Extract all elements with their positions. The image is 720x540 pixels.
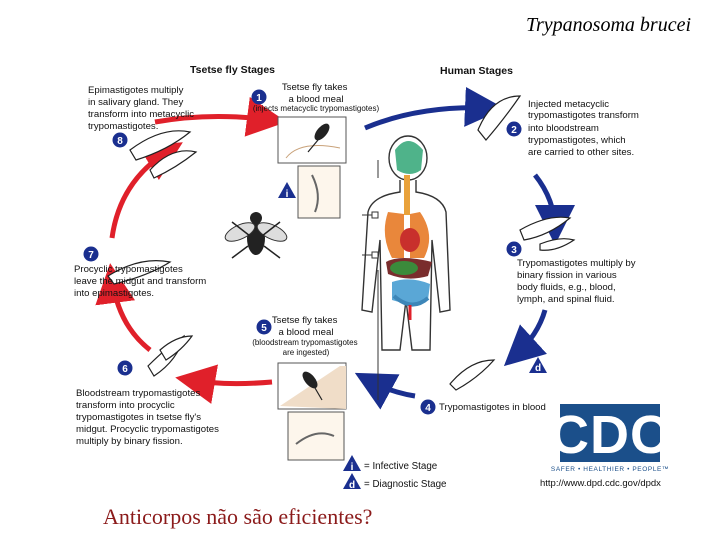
tsetse-fly-illustration <box>224 212 288 259</box>
arrow-8-to-1 <box>154 96 287 137</box>
svg-text:1: 1 <box>256 93 262 104</box>
parasite-8-icon <box>129 130 192 161</box>
svg-text:6: 6 <box>122 364 128 375</box>
svg-text:= Diagnostic Stage: = Diagnostic Stage <box>364 479 447 490</box>
diagnostic-stage-marker: d <box>529 357 547 374</box>
cdc-url: http://www.dpd.cdc.gov/dpdx <box>540 478 661 489</box>
step-6-description: Bloodstream trypomastigotes transform in… <box>76 388 222 447</box>
step-2-description: Injected metacyclic trypomastigotes tran… <box>528 99 642 158</box>
slide-caption: Anticorpos não são eficientes? <box>103 504 373 529</box>
step-5-note: (bloodstream trypomastigotes are ingeste… <box>252 338 360 357</box>
step-6-badge: 6 <box>117 360 133 376</box>
step-4-badge: 4 <box>420 399 436 415</box>
step-5-parasite-image <box>287 411 345 461</box>
step-8-description: Epimastigotes multiply in salivary gland… <box>88 85 197 132</box>
step-5-badge: 5 <box>256 319 272 335</box>
human-figure-illustration <box>361 135 451 400</box>
legend: i = Infective Stage d = Diagnostic Stage <box>343 455 447 491</box>
legend-diagnostic: d = Diagnostic Stage <box>343 473 447 491</box>
parasite-4-icon <box>449 359 496 391</box>
step-5-fly-icon <box>302 371 323 401</box>
svg-text:d: d <box>535 363 541 374</box>
arrow-3-to-4 <box>503 309 548 367</box>
human-stages-header: Human Stages <box>440 65 513 77</box>
step-1-description: Tsetse fly takes a blood meal <box>282 82 350 105</box>
step-2-badge: 2 <box>506 121 522 137</box>
step-5-description: Tsetse fly takes a blood meal <box>272 315 340 338</box>
svg-text:SAFER • HEALTHIER • PEOPLE™: SAFER • HEALTHIER • PEOPLE™ <box>551 466 669 473</box>
arrow-5-to-6 <box>175 364 273 404</box>
svg-text:2: 2 <box>511 125 517 136</box>
step-8-badge: 8 <box>112 132 128 148</box>
parasite-7-icon <box>107 260 172 285</box>
step-1-fly-icon <box>307 123 330 153</box>
step-4-description: Trypomastigotes in blood <box>439 402 546 413</box>
step-1-badge: 1 <box>251 89 267 105</box>
svg-text:4: 4 <box>425 403 431 414</box>
legend-infective: i = Infective Stage <box>343 455 438 473</box>
svg-text:5: 5 <box>261 323 267 334</box>
svg-text:= Infective Stage: = Infective Stage <box>364 461 438 472</box>
parasite-3-icon <box>519 216 572 241</box>
arrow-6-to-7 <box>95 263 152 352</box>
tsetse-stages-header: Tsetse fly Stages <box>190 64 275 76</box>
step-1-parasite-image <box>297 165 341 219</box>
step-7-description: Procyclic trypomastigotes leave the midg… <box>74 264 209 299</box>
infective-stage-marker: i <box>278 182 296 200</box>
arrow-4-to-5 <box>354 372 416 410</box>
step-3-badge: 3 <box>506 241 522 257</box>
svg-text:d: d <box>349 480 355 491</box>
svg-text:7: 7 <box>88 250 94 261</box>
svg-text:8: 8 <box>117 136 123 147</box>
svg-text:i: i <box>286 189 289 200</box>
step-3-description: Trypomastigotes multiply by binary fissi… <box>517 258 638 305</box>
step-7-badge: 7 <box>83 246 99 262</box>
svg-text:i: i <box>351 462 354 473</box>
arrow-1-to-2 <box>364 86 505 131</box>
step-1-feeding-image <box>277 116 347 164</box>
svg-text:CDC: CDC <box>550 405 670 465</box>
slide-title: Trypanosoma brucei <box>526 14 691 36</box>
arrow-7-to-8 <box>109 142 183 239</box>
parasite-2-icon <box>477 95 522 141</box>
svg-text:3: 3 <box>511 245 517 256</box>
step-1-note: (injects metacyclic trypomastigotes) <box>253 104 380 113</box>
cdc-logo: CDC SAFER • HEALTHIER • PEOPLE™ <box>550 404 670 473</box>
